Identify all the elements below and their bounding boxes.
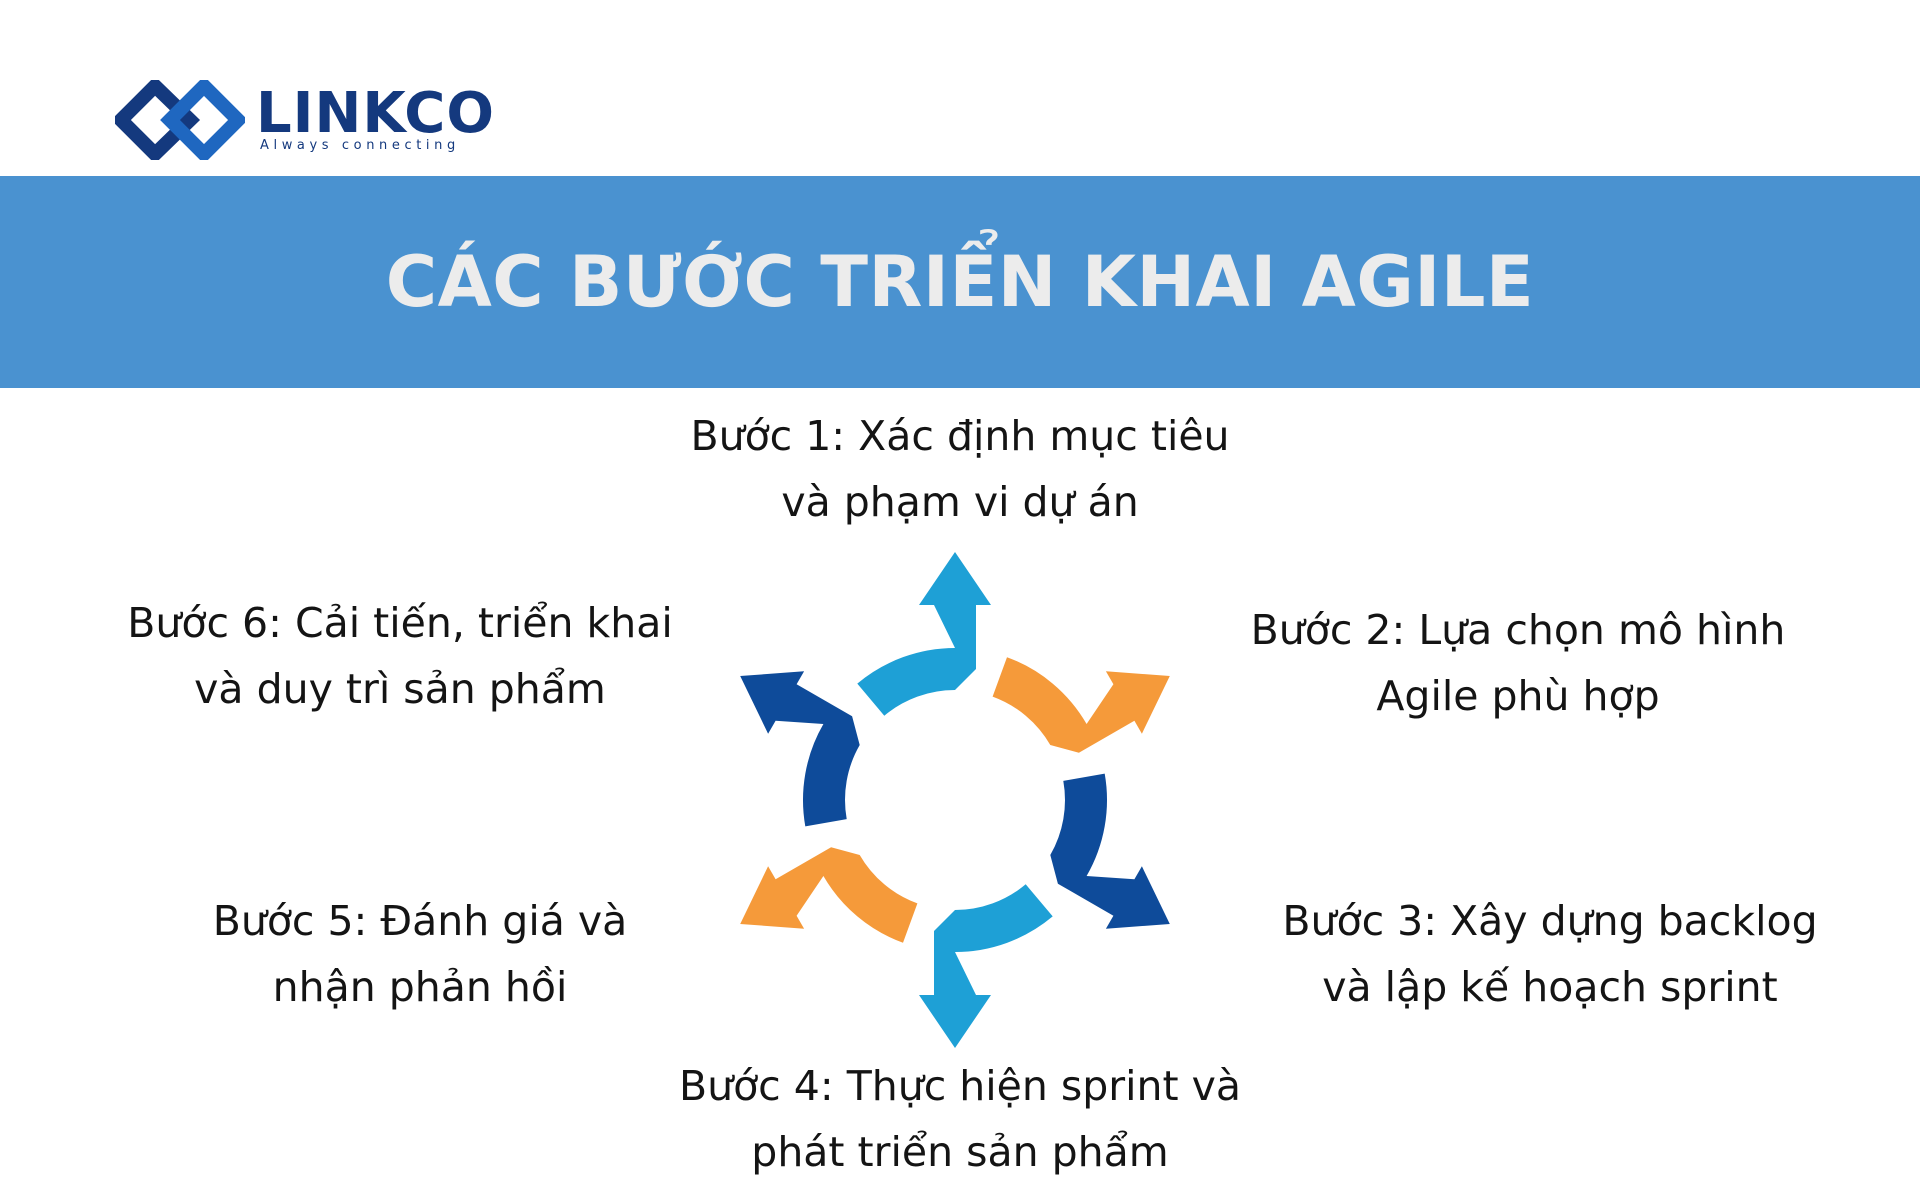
step-5-arrow xyxy=(740,847,918,943)
step-2-arrow xyxy=(992,657,1170,753)
step-2-label: Bước 2: Lựa chọn mô hình Agile phù hợp xyxy=(1218,597,1818,729)
brand-tagline: Always connecting xyxy=(260,138,460,153)
linkco-logo-icon xyxy=(115,80,245,160)
brand-name: LINKCO xyxy=(256,81,495,146)
step-5-label: Bước 5: Đánh giá và nhận phản hồi xyxy=(120,888,720,1020)
logo: LINKCO Always connecting xyxy=(115,80,494,160)
step-4-line-2: phát triển sản phẩm xyxy=(751,1128,1169,1176)
step-2-line-1: Bước 2: Lựa chọn mô hình xyxy=(1250,606,1786,654)
step-6-line-2: và duy trì sản phẩm xyxy=(194,665,606,713)
step-6-arrow xyxy=(740,671,860,827)
step-5-line-1: Bước 5: Đánh giá và xyxy=(212,897,628,945)
step-3-label: Bước 3: Xây dựng backlog và lập kế hoạch… xyxy=(1250,888,1850,1020)
title-banner: CÁC BƯỚC TRIỂN KHAI AGILE xyxy=(0,176,1920,388)
step-5-line-2: nhận phản hồi xyxy=(272,963,568,1011)
step-4-label: Bước 4: Thực hiện sprint và phát triển s… xyxy=(660,1053,1260,1185)
step-1-arrow xyxy=(857,552,991,716)
step-3-arrow xyxy=(1050,773,1170,929)
step-4-line-1: Bước 4: Thực hiện sprint và xyxy=(678,1062,1242,1110)
page-title: CÁC BƯỚC TRIỂN KHAI AGILE xyxy=(385,241,1535,323)
step-1-label: Bước 1: Xác định mục tiêu và phạm vi dự … xyxy=(660,403,1260,535)
step-3-line-2: và lập kế hoạch sprint xyxy=(1322,963,1778,1011)
step-6-line-1: Bước 6: Cải tiến, triển khai xyxy=(127,599,673,647)
step-6-label: Bước 6: Cải tiến, triển khai và duy trì … xyxy=(100,590,700,722)
step-2-line-2: Agile phù hợp xyxy=(1376,672,1660,720)
step-3-line-1: Bước 3: Xây dựng backlog xyxy=(1282,897,1818,945)
step-1-line-2: và phạm vi dự án xyxy=(781,478,1139,526)
step-4-arrow xyxy=(919,884,1053,1048)
step-1-line-1: Bước 1: Xác định mục tiêu xyxy=(690,412,1230,460)
